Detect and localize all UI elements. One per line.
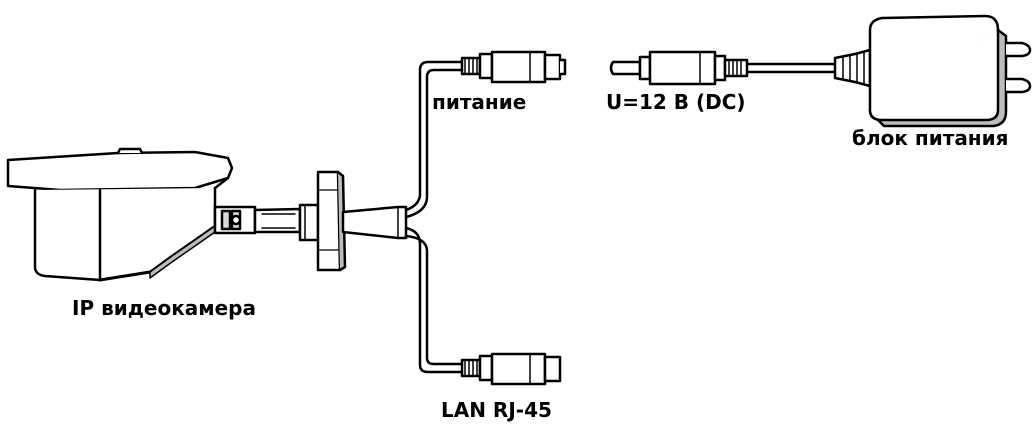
camera-label: IP видеокамера: [72, 296, 256, 320]
ip-camera: [6, 147, 234, 282]
lan-label: LAN RJ-45: [441, 398, 552, 422]
power-supply: [868, 14, 1032, 128]
cable-split: [404, 60, 464, 374]
power-supply-label: блок питания: [852, 126, 1009, 150]
power-jack: [460, 50, 567, 84]
dc-plug: [609, 48, 872, 88]
cable-cone: [341, 205, 408, 240]
power-label: питание: [432, 90, 527, 114]
mounting-plate: [316, 170, 408, 272]
camera-body: [33, 186, 217, 282]
camera-bracket: [213, 203, 320, 242]
lan-connector: [460, 352, 562, 386]
voltage-label: U=12 В (DC): [606, 90, 746, 114]
camera-sunshield: [6, 150, 234, 192]
